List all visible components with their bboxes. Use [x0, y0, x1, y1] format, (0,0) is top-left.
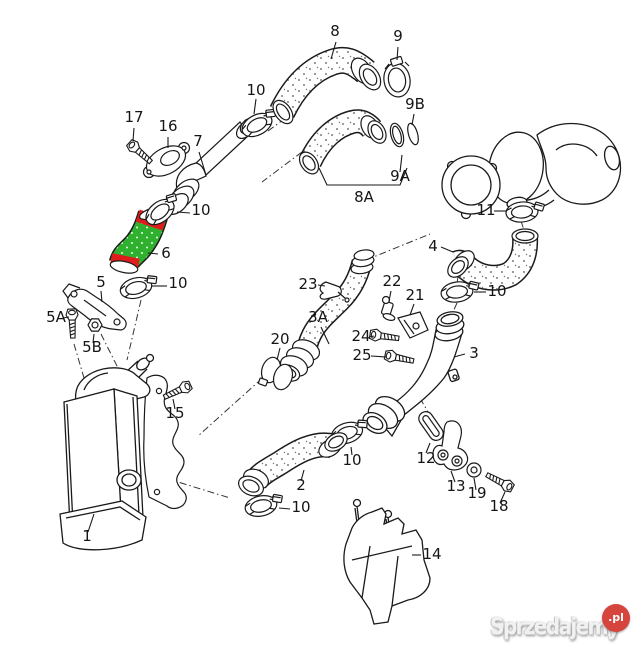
callout-19: 19: [467, 484, 486, 502]
callout-8A: 8A: [354, 188, 375, 206]
clamp-9: [383, 55, 411, 98]
watermark-pl-badge: .pl: [602, 604, 630, 632]
callout-18: 18: [489, 497, 508, 515]
intercooler: [59, 353, 155, 551]
callout-23: 23: [298, 275, 317, 293]
callout-9B: 9B: [405, 95, 425, 113]
bolt-18: [483, 468, 516, 495]
gasket-12: [418, 411, 444, 441]
hose-4: [447, 228, 539, 291]
callout-leader-lines: [62, 41, 507, 556]
bracket-21: [397, 311, 429, 339]
callout-10-under-4: 10: [487, 282, 506, 300]
callout-9A: 9A: [390, 167, 411, 185]
nut-5B: [87, 318, 103, 332]
callout-5: 5: [96, 273, 106, 291]
callout-6: 6: [161, 244, 171, 262]
turbocharger: [441, 122, 622, 220]
callout-labels: 1 2 3 3A 4 5 5A 5B 6 7 8 8A 9 9A 9B 10 1…: [46, 22, 508, 563]
callout-10-2-left: 10: [291, 498, 310, 516]
callout-25: 25: [352, 346, 371, 364]
callout-1: 1: [82, 527, 92, 545]
callout-15: 15: [165, 404, 184, 422]
flange-16: [142, 141, 191, 179]
bolt-25: [383, 348, 416, 368]
callout-12: 12: [416, 449, 435, 467]
callout-11: 11: [476, 201, 495, 219]
callout-10-pipe7: 10: [191, 201, 210, 219]
washer-19: [466, 462, 482, 478]
pipe-3: [362, 311, 465, 438]
callout-9: 9: [393, 27, 403, 45]
callout-20: 20: [270, 330, 289, 348]
assembly-dash-lines: [73, 107, 525, 499]
hose-8: [269, 46, 382, 125]
callout-16: 16: [158, 117, 177, 135]
callout-3: 3: [469, 344, 479, 362]
bolt-5A: [65, 308, 80, 339]
bolt-17: [124, 137, 156, 168]
mounting-plate: [143, 374, 187, 510]
ring-9A: [389, 122, 405, 148]
callout-8: 8: [330, 22, 340, 40]
bracket-5: [62, 283, 127, 331]
clamp-20: [257, 356, 294, 391]
seal-9B: [407, 122, 419, 146]
hose-3A: [277, 249, 375, 382]
hose-8A: [298, 109, 387, 175]
watermark: Sprzedajemy .pl: [486, 600, 640, 651]
sensor-22: [380, 295, 396, 322]
callout-14: 14: [422, 545, 441, 563]
callout-10-3-to-2: 10: [342, 451, 361, 469]
callout-10-top: 10: [246, 81, 265, 99]
callout-7: 7: [193, 132, 203, 150]
callout-22: 22: [382, 272, 401, 290]
watermark-text: Sprzedajemy: [490, 614, 620, 640]
bracket-13: [432, 420, 469, 471]
heat-shield-14: [343, 498, 431, 625]
callout-2: 2: [296, 476, 306, 494]
clamp-10-under-6: [117, 271, 162, 303]
callout-4: 4: [428, 237, 438, 255]
callout-24: 24: [351, 327, 370, 345]
hose-2: [238, 432, 348, 497]
brace-8A: [318, 167, 408, 186]
callout-17: 17: [124, 108, 143, 126]
callout-5B: 5B: [82, 338, 102, 356]
clip-23: [319, 281, 350, 303]
callout-10-under-6: 10: [168, 274, 187, 292]
callout-21: 21: [405, 286, 424, 304]
callout-5A: 5A: [46, 308, 67, 326]
callout-3A: 3A: [308, 308, 329, 326]
callout-13: 13: [446, 477, 465, 495]
